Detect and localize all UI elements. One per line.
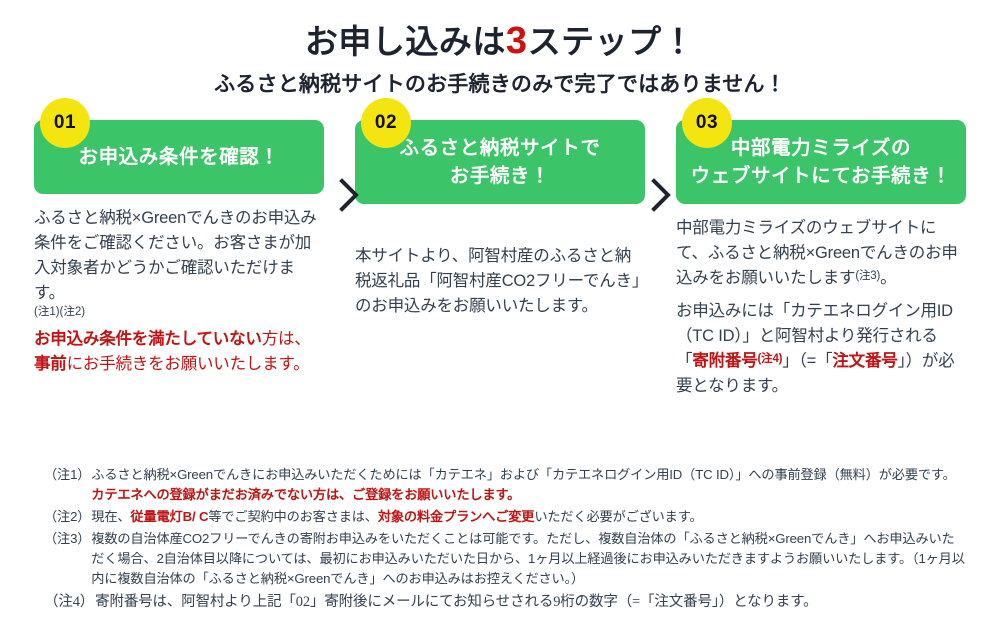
page-subtitle: ふるさと納税サイトのお手続きのみで完了ではありません！ [214,72,786,96]
footnote-2-highlight-d: 対象の料金プランへご変更 [377,508,535,524]
step-box-label-03: 中部電力ミライズのウェブサイトにてお手続き！ [691,134,952,191]
step-body-01-para2: お申込み条件を満たしていない方は、事前にお手続きをお願いいたします。 [34,327,324,377]
footnote-1-text: ふるさと納税×Greenでんきにお申込みいただくためには「カテエネ」および「カテ… [91,466,956,482]
step-column-02: 02 ふるさと納税サイトでお手続き！ 本サイトより、阿智村産のふるさと納税返礼品… [355,97,645,320]
warning-text-d: にお手続きをお願いいたします。 [66,354,310,373]
step-body-01-notes: (注1)(注2) [34,306,86,319]
headline-pre: お申し込みは [304,23,506,60]
footnote-row-3: （注3） 複数の自治体産CO2フリーでんきの寄附お申込みをいただくことは可能です… [44,529,966,589]
spacer [34,320,324,327]
step-body-01-para1: ふるさと納税×Greenでんきのお申込み条件をご確認ください。お客さまが加入対象… [34,208,317,302]
warning-text-bold-a: お申込み条件を満たしていない [34,329,262,348]
chevron-right-icon [338,178,360,212]
footnote-row-1: （注1） ふるさと納税×Greenでんきにお申込みいただくためには「カテエネ」お… [44,465,966,505]
step-body-03-note-ref: (注3) [855,270,881,283]
step-body-03-para1: 中部電力ミライズのウェブサイトにて、ふるさと納税×Greenでんきのお申込みをお… [676,216,966,291]
step-box-label-03-line1: 中部電力ミライズの [730,136,912,159]
steps-container: 01 お申込み条件を確認！ ふるさと納税×Greenでんきのお申込み条件をご確認… [0,97,1000,399]
step-box-label-02-line2: お手続き！ [449,165,551,188]
footnote-1-highlight: カテエネへの登録がまだお済みでない方は、ご登録をお願いいたします。 [91,486,521,502]
step-body-03-para2-a: お申込みには「カテエネログイン用ID（TC ID）」と阿智村より発行される「 [676,301,953,370]
donation-number-note-ref: (注4) [757,352,783,365]
step-body-02-para1: 本サイトより、阿智村産のふるさと納税返礼品「阿智村産CO2フリーでんき」のお申込… [355,247,640,316]
footnote-body-4: 寄附番号は、阿智村より上記「02」寄附後にメールにてお知らせされる9桁の数字（=… [95,593,818,610]
headline-post: ステップ！ [527,23,696,60]
headline-step-count: 3 [505,20,528,62]
step-badge-02: 02 [361,97,411,148]
step-body-03-para2-c: 」（=「 [782,351,833,370]
order-number-label: 注文番号 [832,351,898,370]
footnote-body-3: 複数の自治体産CO2フリーでんきの寄附お申込みをいただくことは可能です。ただし、… [91,530,965,586]
step-body-03-para1-a: 中部電力ミライズのウェブサイトにて、ふるさと納税×Greenでんきのお申込みをお… [676,219,958,288]
step-box-label-01: お申込み条件を確認！ [78,145,280,168]
donation-number-label: 寄附番号 [692,351,758,370]
step-body-03: 中部電力ミライズのウェブサイトにて、ふるさと納税×Greenでんきのお申込みをお… [676,216,966,399]
step-box-01: お申込み条件を確認！ [34,119,324,194]
step-box-label-03-line2: ウェブサイトにてお手続き！ [690,165,952,188]
step-body-01: ふるさと納税×Greenでんきのお申込み条件をご確認ください。お客さまが加入対象… [34,206,324,377]
step-body-03-para2: お申込みには「カテエネログイン用ID（TC ID）」と阿智村より発行される「寄附… [676,299,966,399]
page-title: お申し込みは3ステップ！ [0,18,1000,66]
footnote-2-text-a: 現在、 [91,508,131,524]
footnote-2-text-e: いただく必要がございます。 [534,508,703,524]
warning-text-b: 方は、 [261,329,311,348]
footnote-label-2: （注2） [44,508,91,524]
footnote-body-2: 現在、従量電灯B/ C等でご契約中のお客さまは、対象の料金プランへご変更いただく… [91,507,966,527]
footnotes-section: （注1） ふるさと納税×Greenでんきにお申込みいただくためには「カテエネ」お… [0,465,1000,615]
footnote-label-3: （注3） [44,530,91,546]
step-column-01: 01 お申込み条件を確認！ ふるさと納税×Greenでんきのお申込み条件をご確認… [34,97,324,377]
footnote-row-2: （注2） 現在、従量電灯B/ C等でご契約中のお客さまは、対象の料金プランへご変… [44,507,966,527]
footnote-label-1: （注1） [44,466,91,482]
footnote-2-highlight-b: 従量電灯B/ C [130,508,209,524]
step-badge-01: 01 [40,97,90,148]
step-box-label-02: ふるさと納税サイトでお手続き！ [399,134,600,191]
footnote-2-text-c: 等でご契約中のお客さまは、 [208,508,378,524]
spacer [676,292,966,299]
step-column-03: 03 中部電力ミライズのウェブサイトにてお手続き！ 中部電力ミライズのウェブサイ… [676,97,966,399]
footnote-body-1: ふるさと納税×Greenでんきにお申込みいただくためには「カテエネ」および「カテ… [91,465,966,505]
footnote-label-4: （注4） [44,593,95,610]
step-body-02: 本サイトより、阿智村産のふるさと納税返礼品「阿智村産CO2フリーでんき」のお申込… [355,216,645,319]
step-body-03-para2-e: 」）が必要となります。 [676,351,955,395]
step-box-label-02-line1: ふるさと納税サイトで [399,136,601,159]
step-body-03-para1-b: 。 [880,269,897,288]
chevron-right-icon [650,178,672,212]
warning-text-bold-c: 事前 [34,354,67,373]
step-badge-03: 03 [682,97,732,148]
footnote-row-4: （注4） 寄附番号は、阿智村より上記「02」寄附後にメールにてお知らせされる9桁… [44,591,966,613]
page-header: お申し込みは3ステップ！ ふるさと納税サイトのお手続きのみで完了ではありません！ [0,0,1000,98]
